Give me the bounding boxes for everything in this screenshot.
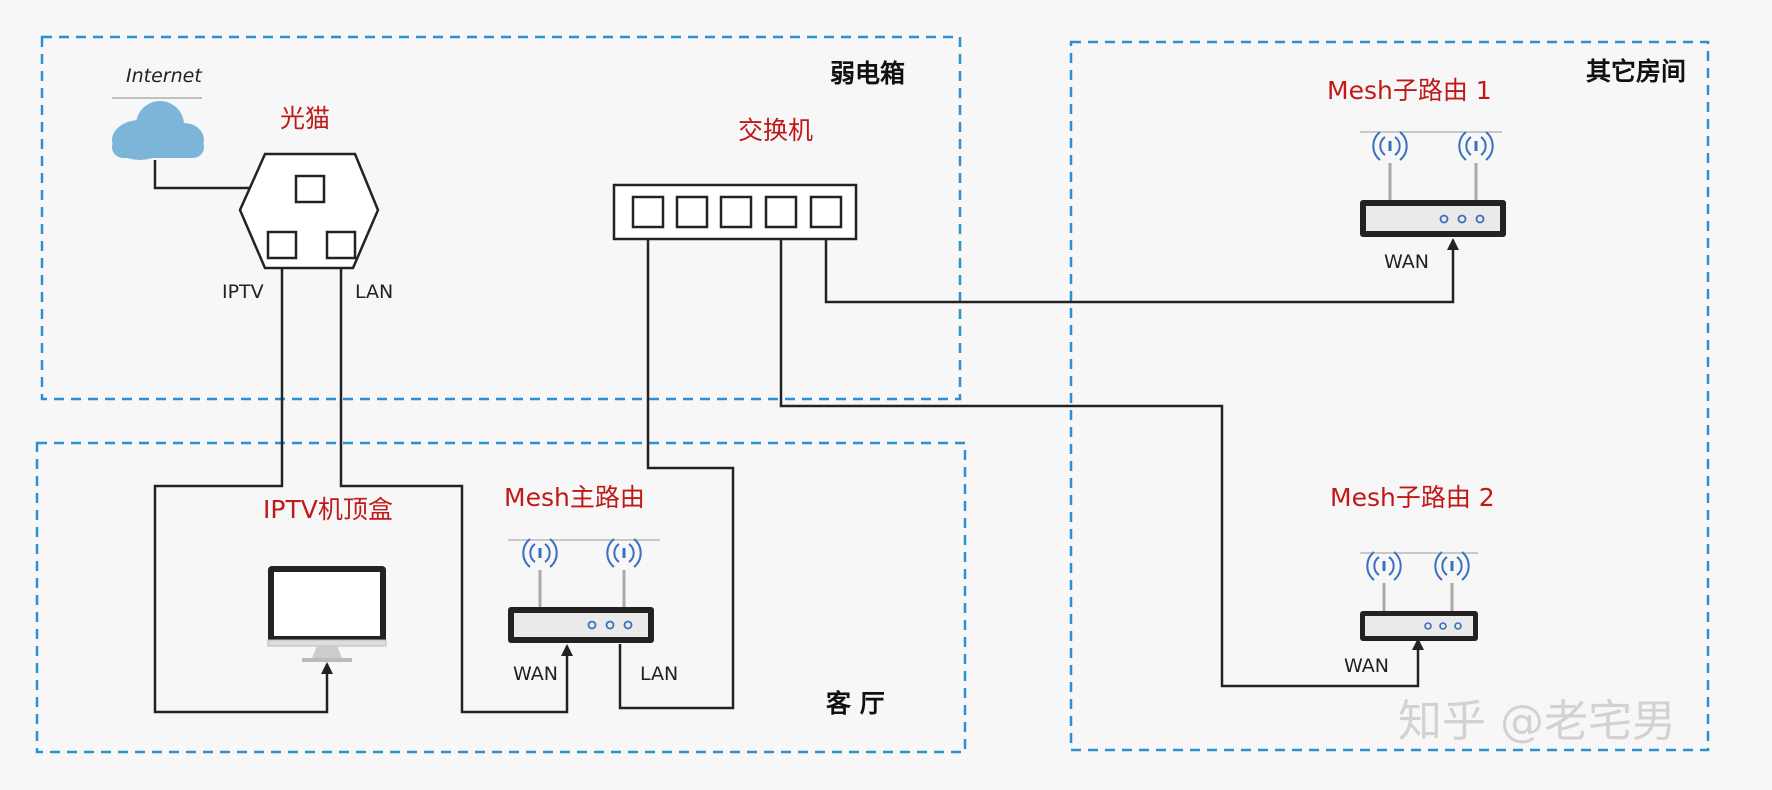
- mesh-main-lan-label: LAN: [640, 663, 678, 685]
- router-icon-sub2: [1360, 551, 1478, 641]
- router-icon-sub1: [1360, 131, 1506, 237]
- modem-iptv-port: [266, 230, 298, 260]
- internet-label: Internet: [126, 65, 203, 87]
- wire-modem-iptv-box: [153, 260, 333, 714]
- modem-lan-port: [325, 230, 357, 260]
- wire-main-router-switch: [618, 226, 735, 710]
- zone-weak-box: 弱电箱: [40, 35, 962, 401]
- mesh-sub2-label: Mesh子路由 2: [1330, 483, 1495, 512]
- modem-iptv-port-label: IPTV: [222, 281, 264, 303]
- zone-weak-box-title: 弱电箱: [830, 59, 905, 88]
- mesh-sub1-label: Mesh子路由 1: [1327, 76, 1492, 105]
- wires: [153, 160, 1459, 714]
- wire-internet-modem: [153, 160, 296, 194]
- cloud-icon: [112, 101, 204, 160]
- zone-other-rooms-title: 其它房间: [1586, 57, 1686, 86]
- zone-other-rooms: 其它房间: [1069, 40, 1710, 752]
- watermark: 知乎 @老宅男: [1398, 696, 1676, 747]
- wire-switch-sub2: [779, 228, 1424, 688]
- modem-label: 光猫: [280, 104, 330, 133]
- modem-icon: [238, 152, 380, 270]
- router-icon-main: [508, 538, 660, 643]
- zone-living-room-title: 客 厅: [826, 689, 885, 718]
- switch-icon: [612, 183, 858, 241]
- monitor-icon: [267, 566, 387, 662]
- mesh-sub2-wan-label: WAN: [1344, 655, 1389, 677]
- switch-label: 交换机: [738, 116, 813, 145]
- mesh-main-wan-label: WAN: [513, 663, 558, 685]
- zone-living-room: 客 厅: [35, 441, 967, 754]
- mesh-sub1-wan-label: WAN: [1384, 251, 1429, 273]
- modem-internet-port: [294, 174, 326, 204]
- mesh-main-label: Mesh主路由: [504, 483, 645, 512]
- modem-lan-port-label: LAN: [355, 281, 393, 303]
- wire-modem-main-router: [339, 260, 573, 714]
- iptv-box-label: IPTV机顶盒: [263, 495, 393, 524]
- wire-switch-sub1: [824, 228, 1459, 304]
